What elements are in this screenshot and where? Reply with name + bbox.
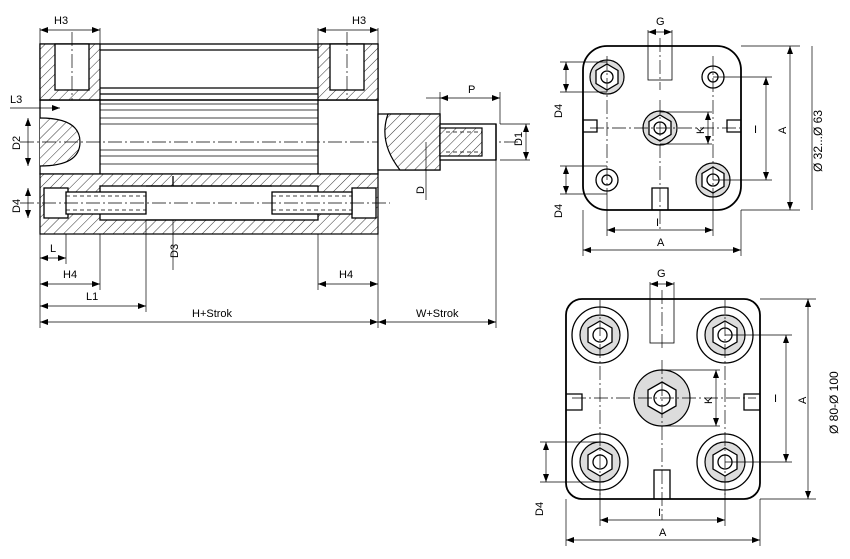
label-d4: D4 <box>11 199 23 213</box>
large-label-k: K <box>703 396 715 404</box>
small-label-d4-bottom: D4 <box>553 204 565 218</box>
small-label-i-vertical: I <box>754 124 757 136</box>
large-label-i-horizontal: I <box>658 507 661 519</box>
side-view: H3 H3 L3 D2 D4 L H4 L1 D3 H4 <box>10 15 530 328</box>
large-label-i-vertical: I <box>774 393 777 405</box>
small-label-d4-top: D4 <box>553 104 565 118</box>
label-l1: L1 <box>86 291 98 303</box>
small-label-k: K <box>695 126 707 134</box>
label-d1: D1 <box>513 132 525 146</box>
label-h3-right: H3 <box>352 15 366 27</box>
small-label-a-vertical: A <box>777 126 789 134</box>
label-d3: D3 <box>169 244 181 258</box>
large-label-g: G <box>657 268 666 280</box>
small-label-a-horizontal: A <box>657 237 665 249</box>
label-w-stroke: W+Strok <box>416 308 459 320</box>
front-view-small: G D4 D4 K I A Ø 32...Ø 63 I <box>553 16 825 256</box>
label-h4-left: H4 <box>63 269 77 281</box>
label-l: L <box>50 243 56 255</box>
label-d2: D2 <box>11 136 23 150</box>
front-view-large: G K I A Ø 80-Ø 100 D4 I A <box>534 268 841 546</box>
label-h-stroke: H+Strok <box>192 308 233 320</box>
label-h3-left: H3 <box>54 15 68 27</box>
large-label-size-range: Ø 80-Ø 100 <box>827 371 841 434</box>
large-label-d4: D4 <box>534 502 546 516</box>
small-label-g: G <box>656 16 665 28</box>
label-l3: L3 <box>10 94 22 106</box>
cylinder-middle-body <box>39 99 379 175</box>
small-label-size-range: Ø 32...Ø 63 <box>811 110 825 172</box>
label-h4-right: H4 <box>339 269 353 281</box>
label-p: P <box>468 84 475 96</box>
large-label-a-vertical: A <box>797 396 809 404</box>
label-d: D <box>415 186 427 194</box>
small-label-i-horizontal: I <box>656 217 659 229</box>
large-label-a-horizontal: A <box>659 527 667 539</box>
